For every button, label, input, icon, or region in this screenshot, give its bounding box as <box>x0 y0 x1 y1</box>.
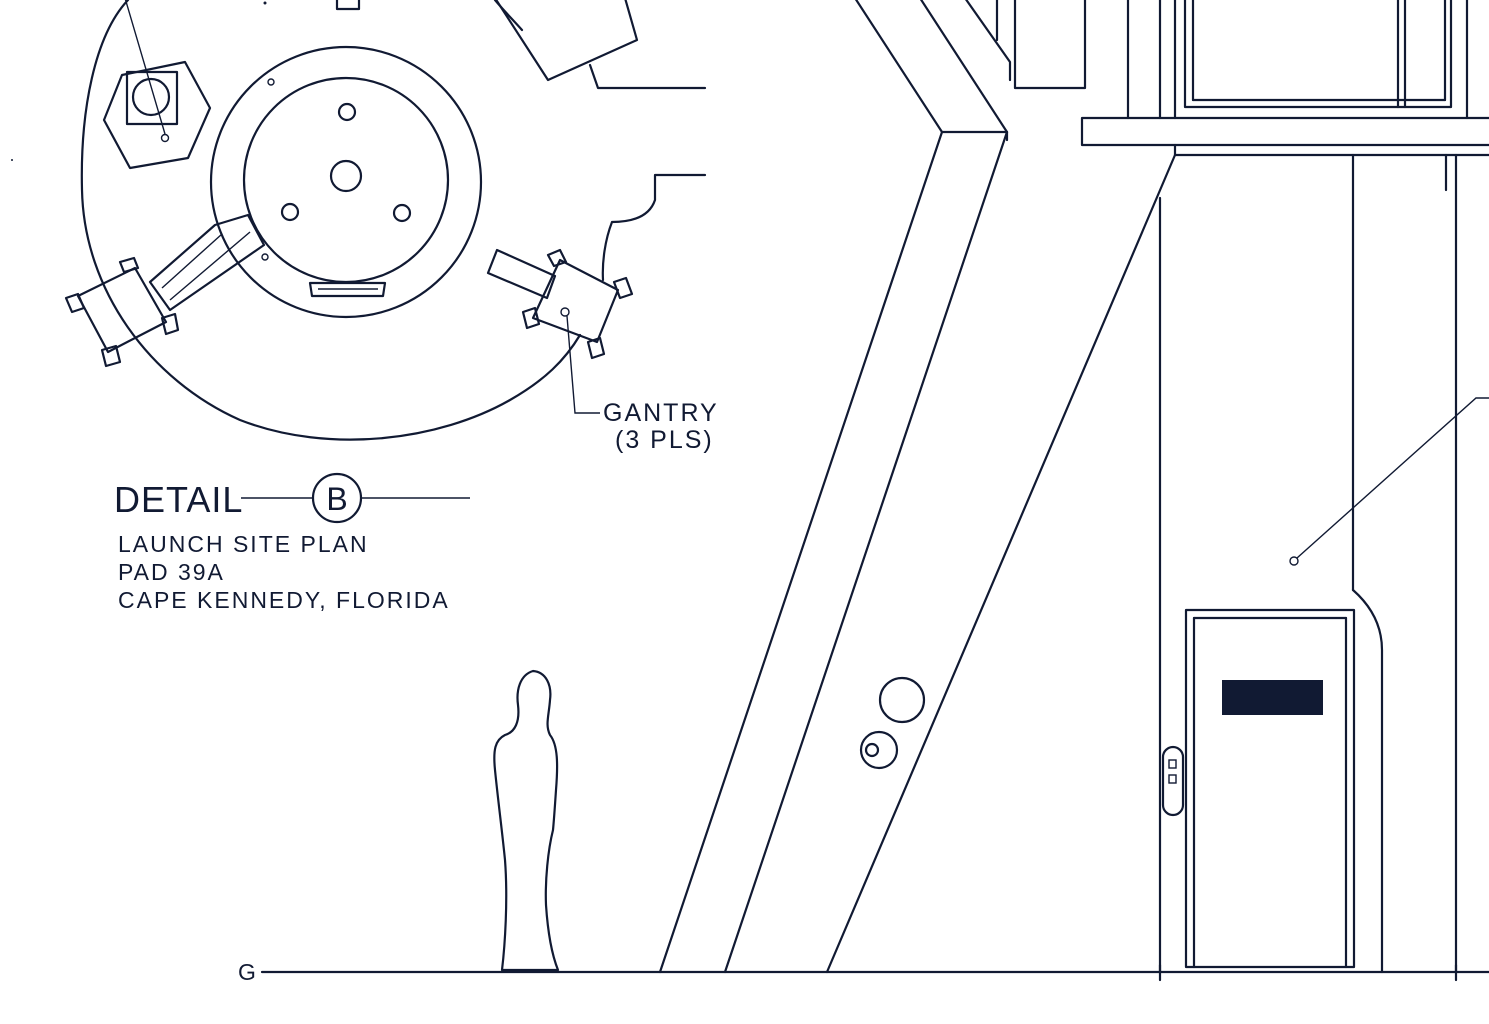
gantry-count-label: (3 PLS) <box>615 426 714 454</box>
launch-mount-hexagon <box>102 0 212 170</box>
detail-letter: B <box>326 481 347 517</box>
intercom-panel <box>1161 745 1185 817</box>
central-silo <box>209 45 483 319</box>
detail-title-block: DETAIL B LAUNCH SITE PLAN PAD 39A CAPE K… <box>114 472 470 613</box>
detail-line-1: LAUNCH SITE PLAN <box>118 531 369 557</box>
gantry-label: GANTRY <box>603 399 719 427</box>
human-scale-figure <box>493 669 560 972</box>
detail-line-3: CAPE KENNEDY, FLORIDA <box>118 587 450 613</box>
launch-pad-plan-view <box>11 0 707 441</box>
gantry-right <box>486 248 634 414</box>
gantry-left <box>64 213 266 368</box>
round-port-small <box>859 730 899 770</box>
detail-word: DETAIL <box>114 479 243 520</box>
building-door <box>1184 608 1356 969</box>
round-port-large <box>878 676 926 724</box>
building-elevation <box>995 0 1489 974</box>
ground-line: G <box>238 959 1489 985</box>
detail-line-2: PAD 39A <box>118 559 225 585</box>
ground-marker-label: G <box>238 959 258 985</box>
gantry-callout: GANTRY (3 PLS) <box>603 399 719 454</box>
door-sign-plate <box>1222 680 1323 715</box>
slanted-tower-structure <box>658 0 1177 974</box>
